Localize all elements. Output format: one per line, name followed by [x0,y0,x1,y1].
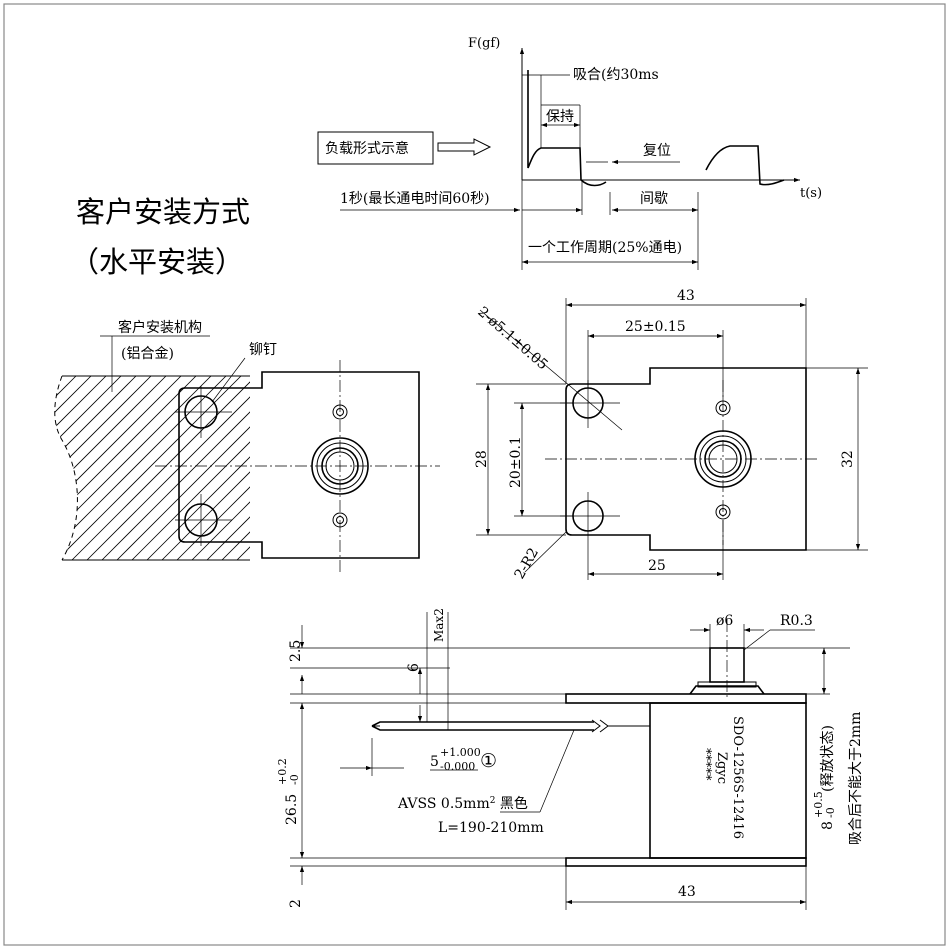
customer-install-view: 客户安装机构 (铝合金) 铆钉 [0,319,496,572]
dim-26-5-tol-up: +0.2 [276,758,289,785]
dim-8: 8 [820,821,836,830]
hatch-line [54,376,137,560]
dim-8-tol-up: +0.5 [812,791,825,818]
hole-dia-dim: 2-ø5.1±0.05 [474,304,550,373]
dim-2-5: 2.5 [288,640,304,662]
hatch-line [54,376,212,560]
hatch-line [56,376,242,560]
hatch-line [54,376,62,560]
hatch-line [312,376,496,560]
hatch-line [54,376,152,560]
dim-8-tol-low: -0 [824,807,837,818]
dim-6: 6 [406,663,422,672]
time-axis-label: t(s) [800,186,822,201]
hatch-line [54,376,107,560]
corner-radius-dim: 2-R2 [512,545,542,582]
hatch-line [191,376,250,560]
hold-label: 保持 [546,109,574,125]
shaft-dia-dim: ø6 [716,613,733,629]
hatch-line [236,376,250,560]
cycle-label: 一个工作周期(25%通电) [528,240,682,256]
hatch-line [54,376,167,560]
wire-spec-sup: 2 [490,796,496,806]
height-28-dim: 28 [474,450,490,468]
hatch-line [176,376,250,560]
hatch-line [221,376,250,560]
dim-8-base: 8 [820,821,836,830]
chamfer-radius-dim: R0.3 [780,613,813,629]
hatch-line [54,376,182,560]
height-32-dim: 32 [840,450,856,468]
dim-26-5-tol-low: -0 [288,774,301,785]
circled-one-mark: ① [480,750,497,772]
hatch-line [252,376,436,560]
side-view: 2.5 26.5 +0.2 -0 2 Max2 6 5 +1.000 -0.00… [276,608,864,910]
hatch-line [282,376,466,560]
hatch-line [206,376,250,560]
install-title: 客户安装方式 [76,195,250,229]
load-form-label: 负载形式示意 [325,140,409,157]
hatch-line [54,376,227,560]
dim-5-tol-low: -0.000 [440,760,475,773]
top-width-43: 43 [677,288,695,304]
hatch-line [54,376,77,560]
wire-length: L=190-210mm [438,820,544,836]
material-label: (铝合金) [121,346,174,362]
hatch-line [54,376,197,560]
one-second-label: 1秒(最长通电时间60秒) [340,191,490,207]
interval-label: 间歇 [640,191,668,207]
hatch-line [297,376,481,560]
hatch-line [71,376,250,560]
hole-pitch-dim: 20±0.1 [508,436,524,488]
hatch-line [101,376,250,560]
hatch-line [54,376,92,560]
mechanism-label: 客户安装机构 [118,319,202,336]
hatch-line [131,376,250,560]
install-subtitle: （水平安装） [70,245,244,279]
hatch-line [54,376,122,560]
hole-spacing-dim: 25±0.15 [625,319,686,335]
hatch-line [267,376,451,560]
star-marking: ***** [698,748,713,781]
wire-spec: AVSS 0.5mm2 黑色 [397,795,528,812]
bottom-width-43: 43 [678,884,696,900]
dim-max2: Max2 [432,608,446,642]
hatch-line [116,376,250,560]
width-25-dim: 25 [648,558,666,574]
force-axis-label: F(gf) [468,36,500,51]
rivet-label: 铆钉 [249,342,277,358]
model-marking: SDO-1256S-12416 [730,716,745,839]
sheet-border [3,3,946,946]
dim-26-5: 26.5 [284,794,300,825]
pull-in-limit-note: 吸合后不能大于2mm [848,712,864,845]
hatch-line [161,376,250,560]
hatch-line [146,376,250,560]
load-form-diagram: F(gf) t(s) 吸合(约30ms 保持 复位 负载形式示意 1秒(最长通电… [317,36,822,270]
pull-in-label: 吸合(约30ms [573,67,659,83]
brand-marking: Zgyc [714,752,729,784]
reset-label: 复位 [643,142,671,159]
release-state-label: (释放状态) [820,725,836,792]
wire-spec-a: AVSS 0.5mm [397,796,490,812]
load-form-box [317,131,434,165]
dim-2: 2 [288,899,304,908]
dim-5-base: 5 [430,754,439,770]
hatch-line [0,376,46,560]
dim-26-5-base: 26.5 [284,794,300,825]
top-dimension-view: 43 25±0.15 2-ø5.1±0.05 28 20±0.1 32 2-R2… [474,288,868,582]
wire-spec-b: 黑色 [495,795,527,812]
dim-5-tol-up: +1.000 [440,746,481,759]
